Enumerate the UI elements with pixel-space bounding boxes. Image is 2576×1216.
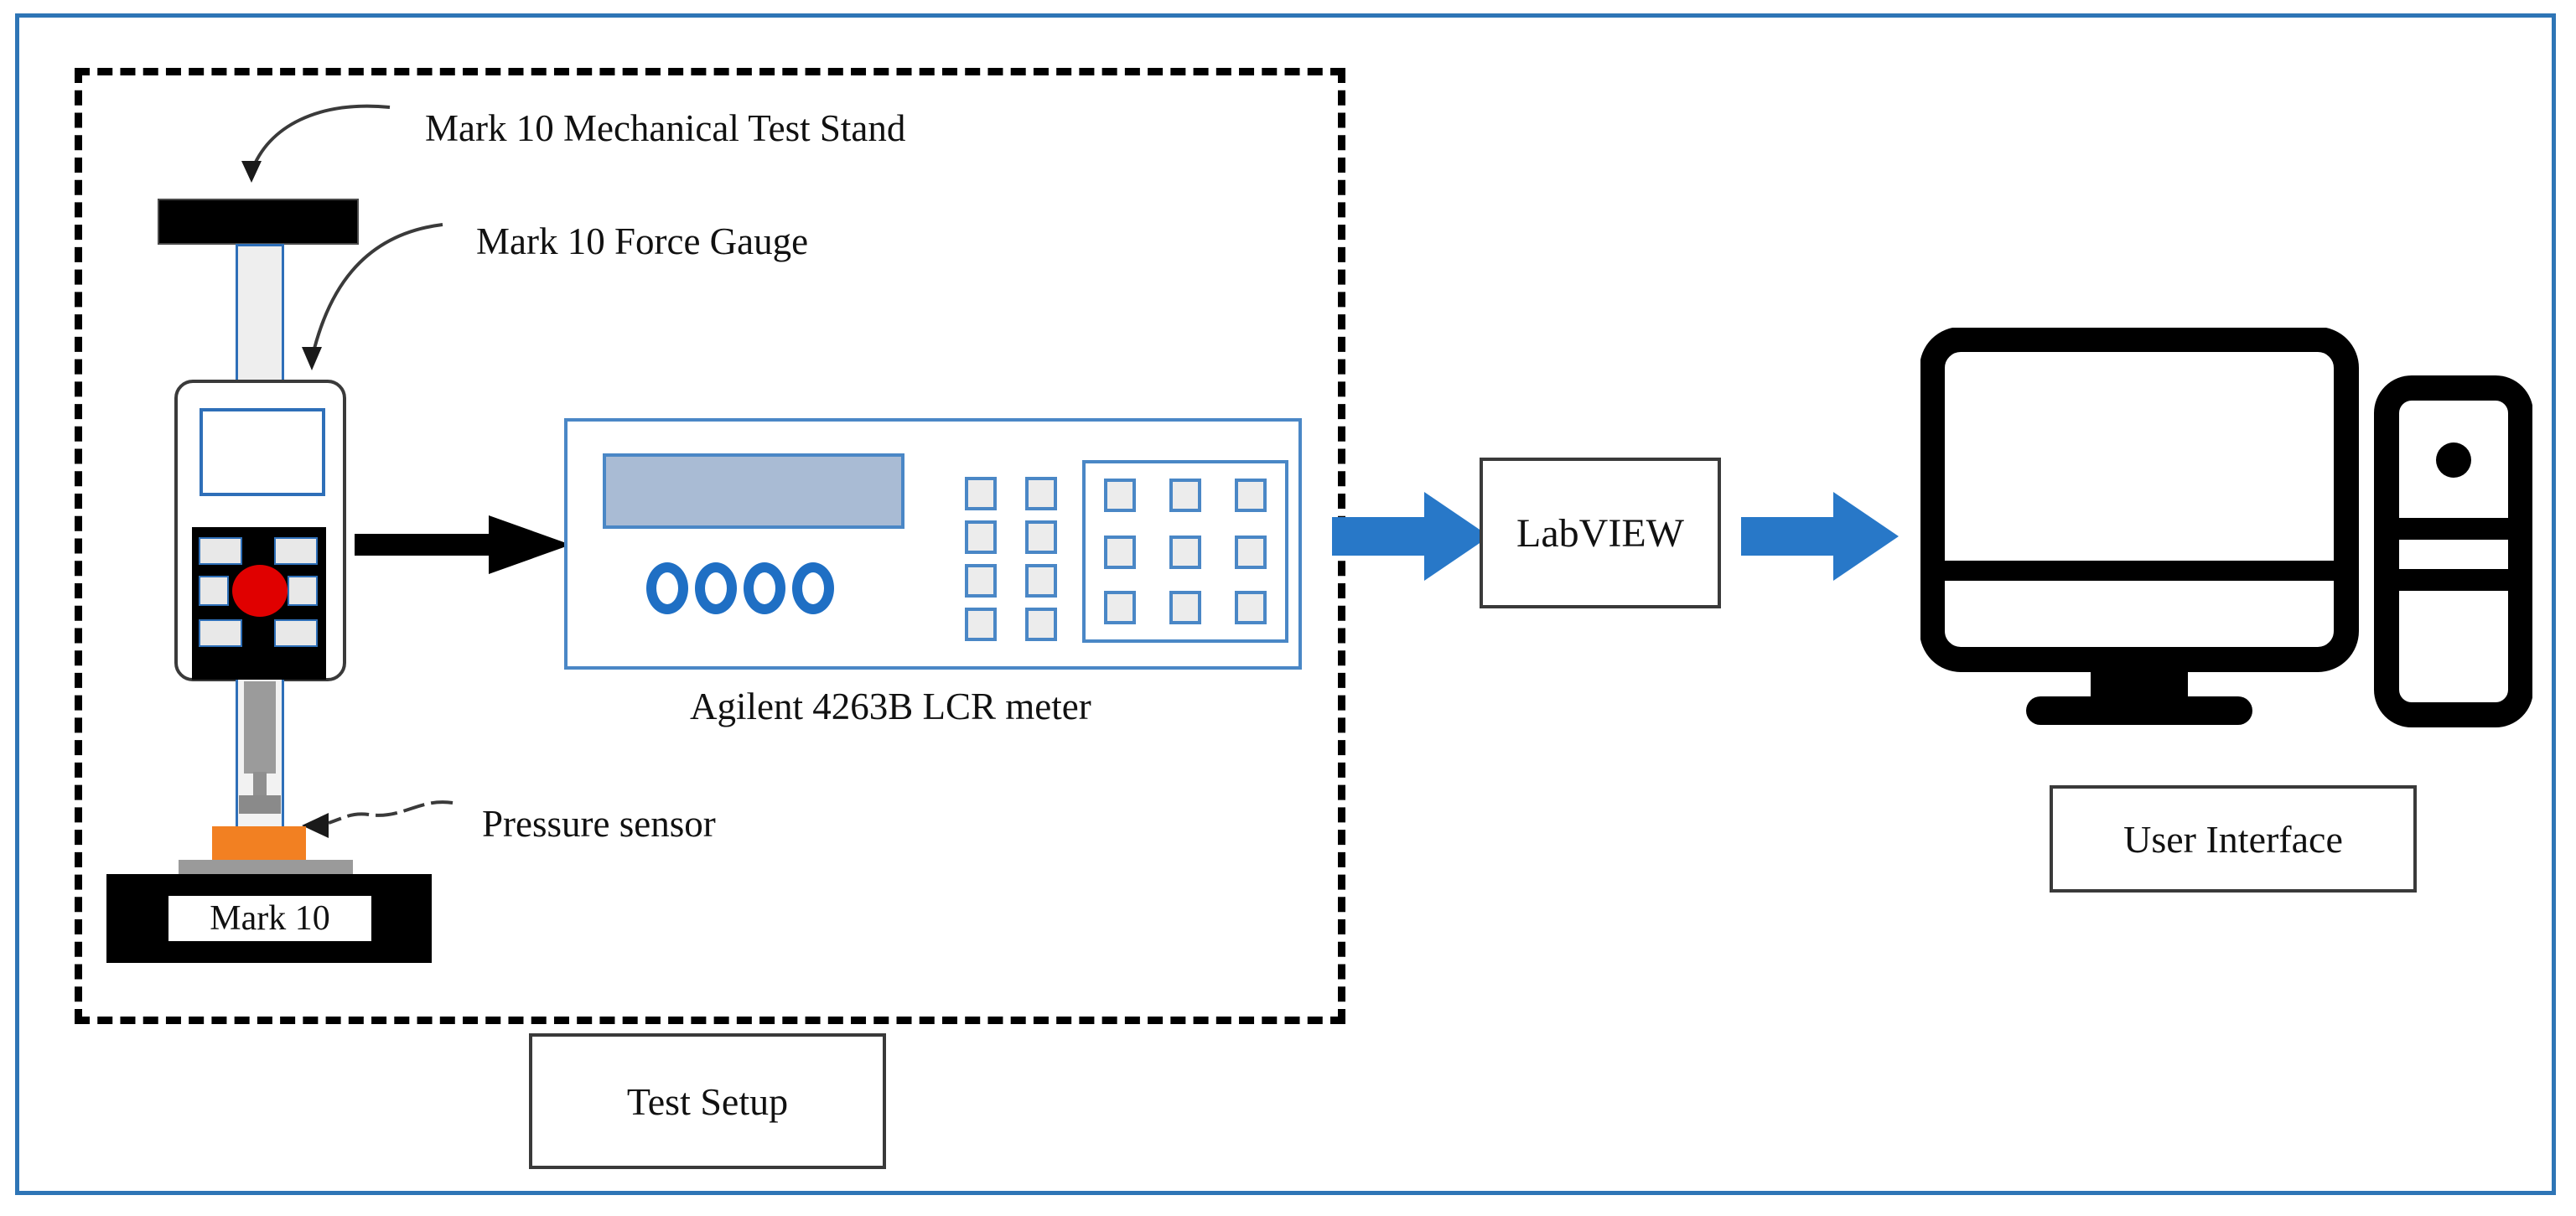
lcr-panel-key-r1c2 — [1169, 479, 1201, 512]
lcr-panel-key-r2c1 — [1104, 536, 1136, 569]
label-force-gauge: Mark 10 Force Gauge — [476, 220, 809, 262]
base-brand-label: Mark 10 — [168, 896, 371, 941]
lcr-left-key-r2c1 — [965, 520, 997, 554]
test-stand-column — [236, 244, 284, 382]
gauge-probe-neck — [253, 772, 267, 799]
monitor-stand-foot — [2026, 696, 2252, 725]
labview-box: LabVIEW — [1480, 458, 1721, 608]
lcr-left-key-r2c2 — [1025, 520, 1057, 554]
lcr-left-key-r1c1 — [965, 477, 997, 510]
pressure-sensor-block — [212, 826, 306, 860]
lcr-knob-3 — [744, 562, 785, 614]
lcr-left-key-r3c2 — [1025, 564, 1057, 598]
gauge-key-top-right — [274, 537, 318, 565]
gauge-probe-shaft — [244, 681, 276, 774]
arrow-gauge-to-lcr — [355, 515, 571, 574]
gauge-key-top-left — [199, 537, 242, 565]
lcr-left-key-r3c1 — [965, 564, 997, 598]
lcr-panel-key-r2c3 — [1235, 536, 1267, 569]
lcr-knob-1 — [646, 562, 688, 614]
lcr-meter-display — [603, 453, 904, 529]
gauge-probe-disc — [239, 795, 281, 814]
arrow-setup-to-labview — [1332, 492, 1490, 581]
diagram-outer-frame: Mark 10 Mechanical Test Stand Mark 10 Fo… — [15, 13, 2556, 1195]
lcr-panel-key-grid — [1082, 460, 1288, 643]
gauge-key-bottom-left — [199, 619, 242, 647]
tower-bay-2 — [2399, 569, 2508, 591]
test-stand-base-plate — [179, 860, 353, 877]
test-setup-box: Test Setup — [529, 1033, 886, 1169]
user-interface-box: User Interface — [2050, 785, 2417, 893]
label-test-stand: Mark 10 Mechanical Test Stand — [425, 107, 906, 149]
lcr-panel-key-r3c1 — [1104, 591, 1136, 624]
lcr-left-key-r4c2 — [1025, 608, 1057, 641]
lcr-left-key-r4c1 — [965, 608, 997, 641]
monitor-stand-neck — [2091, 660, 2188, 703]
lcr-panel-key-r1c3 — [1235, 479, 1267, 512]
force-gauge-display — [200, 408, 325, 496]
gauge-key-mid-left — [199, 576, 229, 606]
test-stand-crossbar — [158, 199, 359, 245]
lcr-panel-key-r3c3 — [1235, 591, 1267, 624]
tower-frame — [2374, 375, 2532, 727]
gauge-key-bottom-right — [274, 619, 318, 647]
tower-power-led — [2436, 442, 2471, 478]
computer-icon — [1920, 328, 2532, 727]
monitor-frame — [1920, 328, 2359, 672]
lcr-panel-key-r3c2 — [1169, 591, 1201, 624]
gauge-key-mid-right — [288, 576, 318, 606]
lcr-left-key-r1c2 — [1025, 477, 1057, 510]
label-lcr-meter: Agilent 4263B LCR meter — [690, 686, 1091, 727]
gauge-red-power-button — [232, 565, 288, 617]
monitor-divider — [1945, 561, 2334, 581]
arrow-labview-to-computer — [1741, 492, 1899, 581]
lcr-panel-key-r2c2 — [1169, 536, 1201, 569]
tower-bay-1 — [2399, 518, 2508, 540]
lcr-knob-4 — [792, 562, 834, 614]
lcr-knob-2 — [695, 562, 737, 614]
force-gauge-keypad — [192, 527, 326, 680]
label-pressure-sensor: Pressure sensor — [482, 803, 716, 845]
lcr-panel-key-r1c1 — [1104, 479, 1136, 512]
lcr-left-key-grid — [965, 477, 1065, 641]
